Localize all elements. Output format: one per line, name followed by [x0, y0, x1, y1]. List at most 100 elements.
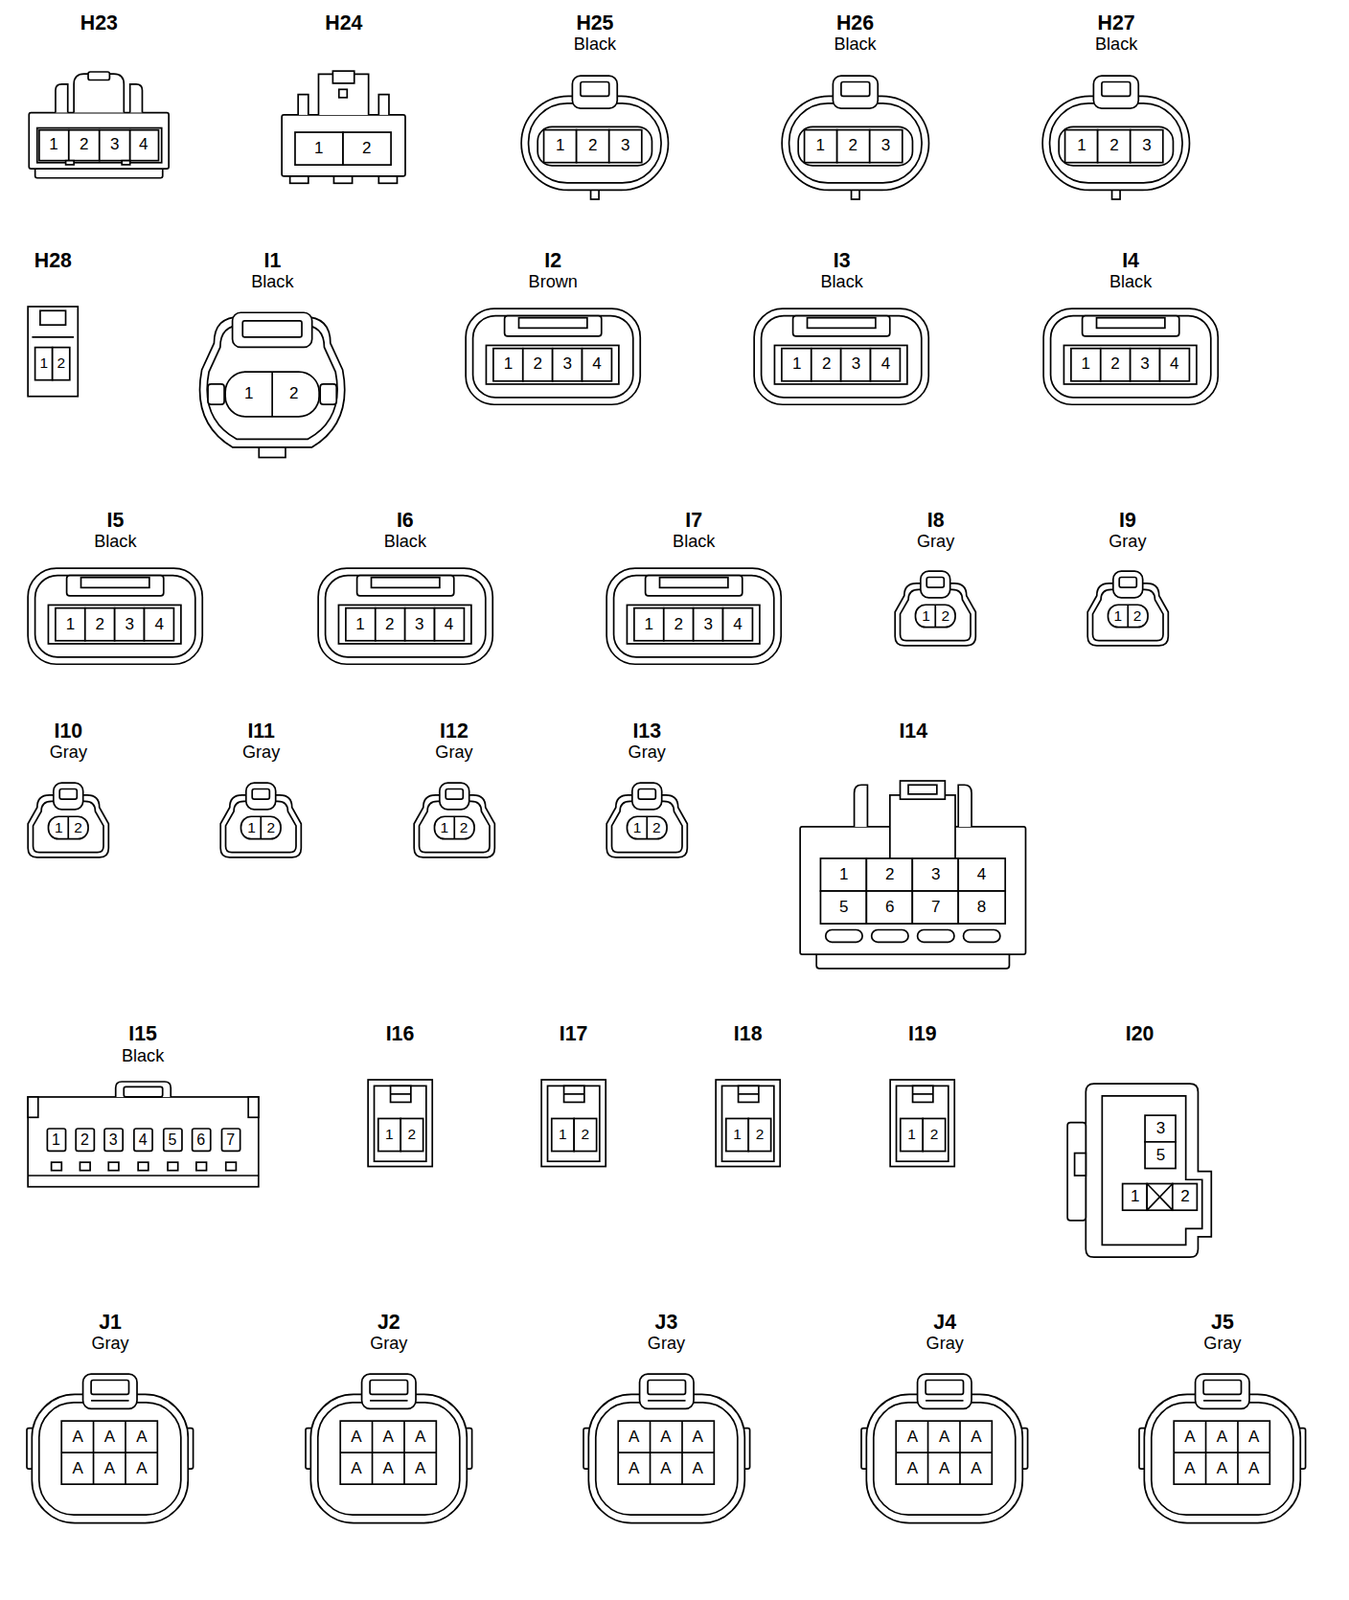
- connector: I1612: [365, 1024, 435, 1167]
- housing-outline: [896, 1452, 993, 1455]
- housing-outline: [339, 90, 348, 99]
- housing-outline: [504, 315, 602, 336]
- housing-color: Gray: [647, 1334, 686, 1352]
- connector-housing: [861, 1371, 1029, 1526]
- housing-outline: [626, 605, 759, 644]
- connector-housing: [1084, 569, 1172, 648]
- housing-outline: [27, 306, 78, 397]
- connector: H25Black123: [519, 13, 671, 200]
- housing-outline: [207, 383, 225, 404]
- housing-outline: [404, 608, 435, 641]
- pin-number: 3: [110, 137, 119, 154]
- housing-outline: [926, 1380, 964, 1395]
- connector: I203512: [1065, 1024, 1213, 1258]
- housing-outline: [35, 346, 53, 380]
- housing-outline: [83, 1374, 138, 1410]
- pin-number: 3: [109, 1132, 118, 1148]
- pin-number: 1: [503, 356, 513, 373]
- housing-outline: [85, 608, 115, 641]
- housing-outline: [130, 83, 143, 113]
- pin-number: 2: [407, 1127, 416, 1143]
- housing-outline: [748, 1118, 771, 1151]
- housing-outline: [807, 317, 876, 328]
- housing-outline: [104, 1128, 123, 1151]
- housing-outline: [645, 575, 743, 596]
- connector-code: J4: [933, 1312, 957, 1333]
- connector-code: H24: [324, 13, 363, 34]
- housing-outline: [134, 1128, 153, 1151]
- connector-code: H28: [34, 251, 72, 272]
- pin-number: 2: [1109, 137, 1119, 155]
- housing-outline: [867, 891, 914, 924]
- housing-outline: [445, 788, 463, 800]
- housing-outline: [232, 312, 313, 347]
- pin-number: A: [938, 1461, 950, 1478]
- housing-outline: [108, 1162, 119, 1171]
- pin-number: 3: [1156, 1120, 1166, 1137]
- housing-color: Black: [1095, 35, 1138, 53]
- housing-outline: [868, 129, 902, 162]
- pin-number: 2: [73, 820, 83, 835]
- housing-outline: [1172, 1183, 1198, 1211]
- housing-outline: [99, 129, 131, 161]
- housing-outline: [1147, 1183, 1174, 1211]
- connector: H231234: [24, 13, 173, 184]
- housing-outline: [1074, 1153, 1087, 1176]
- pin-number: 2: [266, 820, 275, 835]
- housing-outline: [191, 1128, 210, 1151]
- housing-outline: [369, 1399, 408, 1402]
- housing-outline: [434, 608, 464, 641]
- housing-outline: [200, 316, 345, 447]
- housing-outline: [27, 568, 203, 664]
- housing-outline: [61, 1421, 158, 1486]
- pin-number: 2: [289, 386, 298, 403]
- connector-code: I13: [632, 721, 662, 742]
- housing-outline: [162, 1128, 182, 1151]
- connector: I5Black1234: [25, 510, 205, 667]
- housing-outline: [39, 129, 69, 161]
- housing-outline: [896, 1085, 949, 1162]
- housing-outline: [588, 1394, 745, 1524]
- housing-outline: [1147, 1183, 1174, 1211]
- housing-outline: [647, 1380, 686, 1395]
- pin-number: 6: [196, 1132, 206, 1148]
- housing-outline: [1145, 1142, 1177, 1169]
- connector: I10Gray12: [24, 721, 113, 860]
- housing-outline: [485, 344, 618, 384]
- pin-number: 1: [54, 820, 64, 835]
- housing-color: Gray: [1108, 532, 1146, 550]
- housing-outline: [722, 1085, 775, 1162]
- pin-number: 1: [355, 616, 365, 633]
- connector-code: I20: [1125, 1024, 1155, 1045]
- housing-outline: [123, 1086, 162, 1098]
- housing-outline: [836, 129, 869, 162]
- connector-code: I12: [439, 721, 469, 742]
- pin-number: A: [104, 1429, 115, 1446]
- pin-number: 3: [881, 137, 891, 155]
- housing-outline: [551, 1118, 574, 1151]
- housing-outline: [333, 71, 355, 85]
- housing-outline: [738, 1093, 759, 1096]
- pin-number: A: [1184, 1461, 1195, 1478]
- housing-outline: [959, 784, 973, 827]
- housing-outline: [114, 1081, 171, 1098]
- connector: J3GrayAAAAAA: [583, 1312, 751, 1527]
- housing-outline: [1094, 75, 1140, 109]
- housing-outline: [832, 75, 878, 109]
- connector: I1912: [888, 1024, 957, 1167]
- pin-number: 2: [940, 609, 950, 624]
- connector-code: I2: [544, 251, 562, 272]
- housing-outline: [465, 308, 641, 405]
- housing-outline: [1126, 605, 1129, 628]
- housing-outline: [434, 816, 475, 839]
- housing-outline: [39, 1402, 182, 1515]
- pin-number: 1: [1113, 609, 1122, 624]
- housing-outline: [400, 1118, 423, 1151]
- connector-housing: [24, 71, 173, 184]
- housing-outline: [473, 315, 634, 397]
- connector-housing: [191, 308, 353, 460]
- housing-outline: [544, 129, 577, 162]
- housing-outline: [91, 1399, 129, 1402]
- housing-outline: [781, 347, 812, 381]
